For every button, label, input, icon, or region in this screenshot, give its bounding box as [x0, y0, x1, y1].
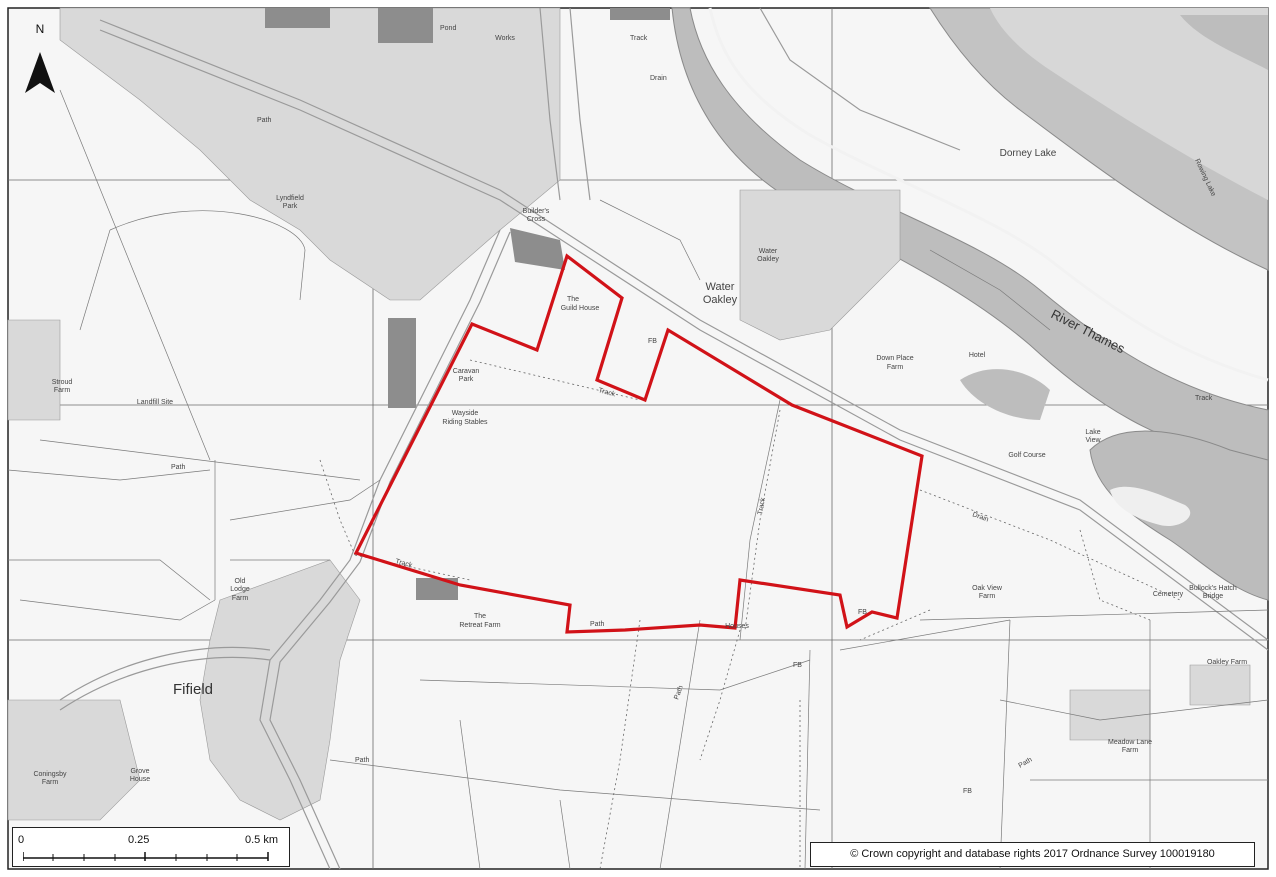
- label-path-1: Path: [257, 117, 272, 124]
- label-track-5: Track: [1195, 395, 1213, 402]
- label-guild-house-1: The: [567, 296, 579, 303]
- water-bodies: [671, 7, 1269, 601]
- label-retreat-1: The: [474, 613, 486, 620]
- scale-bar-graphic: [23, 852, 269, 861]
- label-caravan-1: Caravan: [453, 368, 480, 375]
- label-path-3: Path: [590, 621, 605, 628]
- label-lyndfield-1: Lyndfield: [276, 195, 304, 202]
- label-track-4: Track: [394, 558, 413, 569]
- label-down-place-2: Farm: [887, 364, 904, 371]
- label-wayside-2: Riding Stables: [442, 419, 488, 426]
- label-cemetery: Cemetery: [1153, 591, 1184, 598]
- label-track-2: Track: [597, 387, 616, 398]
- water-oakley-buildings: [739, 189, 901, 341]
- label-water-2: Water: [759, 248, 778, 255]
- river-channel: [708, 7, 1269, 382]
- label-grove-1: Grove: [130, 768, 149, 775]
- copyright-notice: © Crown copyright and database rights 20…: [810, 842, 1255, 867]
- label-drain-1: Drain: [650, 75, 667, 82]
- label-guild-house-2: Guild House: [561, 305, 600, 312]
- label-landfill-site: Landfill Site: [137, 399, 173, 406]
- label-fb-2: FB: [793, 662, 802, 669]
- label-lake-view-1: Lake: [1085, 429, 1100, 436]
- label-track-1: Track: [630, 35, 648, 42]
- grid-lines: [8, 8, 1268, 869]
- roads: [59, 7, 1269, 870]
- label-coningsby-1: Coningsby: [33, 771, 67, 778]
- label-houses: Houses: [725, 623, 749, 630]
- label-path-2: Path: [171, 464, 186, 471]
- label-lyndfield-2: Park: [283, 203, 298, 210]
- oakley-farm-buildings: [1189, 664, 1251, 706]
- label-builders-2: Cross: [527, 216, 546, 223]
- label-meadow-lane-1: Meadow Lane: [1108, 739, 1152, 746]
- north-arrow-label: N: [36, 22, 45, 36]
- label-fb-4: FB: [648, 338, 657, 345]
- site-boundary: [353, 253, 924, 634]
- north-village: [59, 7, 561, 301]
- rowing-lake-shape: [990, 8, 1268, 200]
- label-grove-2: House: [130, 776, 150, 783]
- label-dorney-lake: Dorney Lake: [1000, 148, 1057, 159]
- label-oak-view-1: Oak View: [972, 585, 1003, 592]
- coningsby-buildings: [7, 699, 141, 821]
- label-path-4: Path: [673, 685, 685, 701]
- label-water-1: Water: [706, 281, 735, 293]
- north-arrow: N: [25, 22, 55, 93]
- label-hotel: Hotel: [969, 352, 986, 359]
- label-oakley-1: Oakley: [703, 294, 738, 306]
- field-boundaries: [7, 89, 1269, 870]
- ne-pond: [1180, 15, 1268, 70]
- label-fb-3: FB: [963, 788, 972, 795]
- label-bullocks-1: Bullock's Hatch: [1189, 585, 1237, 592]
- fifield-village: [199, 559, 361, 821]
- hotel-lake: [960, 369, 1050, 420]
- label-old-lodge-1: Old: [235, 578, 246, 585]
- label-pond: Pond: [440, 25, 456, 32]
- footpaths: [319, 359, 1181, 870]
- label-oakley-2: Oakley: [757, 256, 779, 263]
- label-down-place-1: Down Place: [876, 355, 913, 362]
- meadow-lane-buildings: [1069, 689, 1151, 741]
- label-old-lodge-2: Lodge: [230, 586, 250, 593]
- scale-tick-0: 0: [18, 834, 25, 846]
- scale-tick-05: 0.5 km: [245, 834, 279, 846]
- label-fifield: Fifield: [173, 681, 213, 698]
- label-caravan-2: Park: [459, 376, 474, 383]
- label-builders-1: Builder's: [523, 208, 550, 215]
- label-stroud-1: Stroud: [52, 379, 73, 386]
- label-wayside-1: Wayside: [452, 410, 479, 417]
- scale-tick-025: 0.25: [128, 834, 150, 846]
- label-bullocks-2: Bridge: [1203, 593, 1223, 600]
- label-stroud-2: Farm: [54, 387, 71, 394]
- label-old-lodge-3: Farm: [232, 595, 249, 602]
- golf-lake-island: [1110, 486, 1191, 526]
- label-oakley-farm: Oakley Farm: [1207, 659, 1247, 666]
- label-retreat-2: Retreat Farm: [459, 622, 500, 629]
- label-meadow-lane-2: Farm: [1122, 747, 1139, 754]
- stroud-farm-buildings: [7, 319, 61, 421]
- scale-bar: 0 0.25 0.5 km: [12, 827, 290, 867]
- label-works: Works: [495, 35, 515, 42]
- label-track-3: Track: [757, 497, 767, 516]
- label-path-5: Path: [355, 757, 370, 764]
- label-fb-1: FB: [858, 609, 867, 616]
- dark-structures: [265, 8, 670, 600]
- label-coningsby-2: Farm: [42, 779, 59, 786]
- label-lake-view-2: View: [1085, 437, 1101, 444]
- label-oak-view-2: Farm: [979, 593, 996, 600]
- built-up-areas: [7, 7, 1251, 821]
- label-golf-course: Golf Course: [1008, 452, 1045, 459]
